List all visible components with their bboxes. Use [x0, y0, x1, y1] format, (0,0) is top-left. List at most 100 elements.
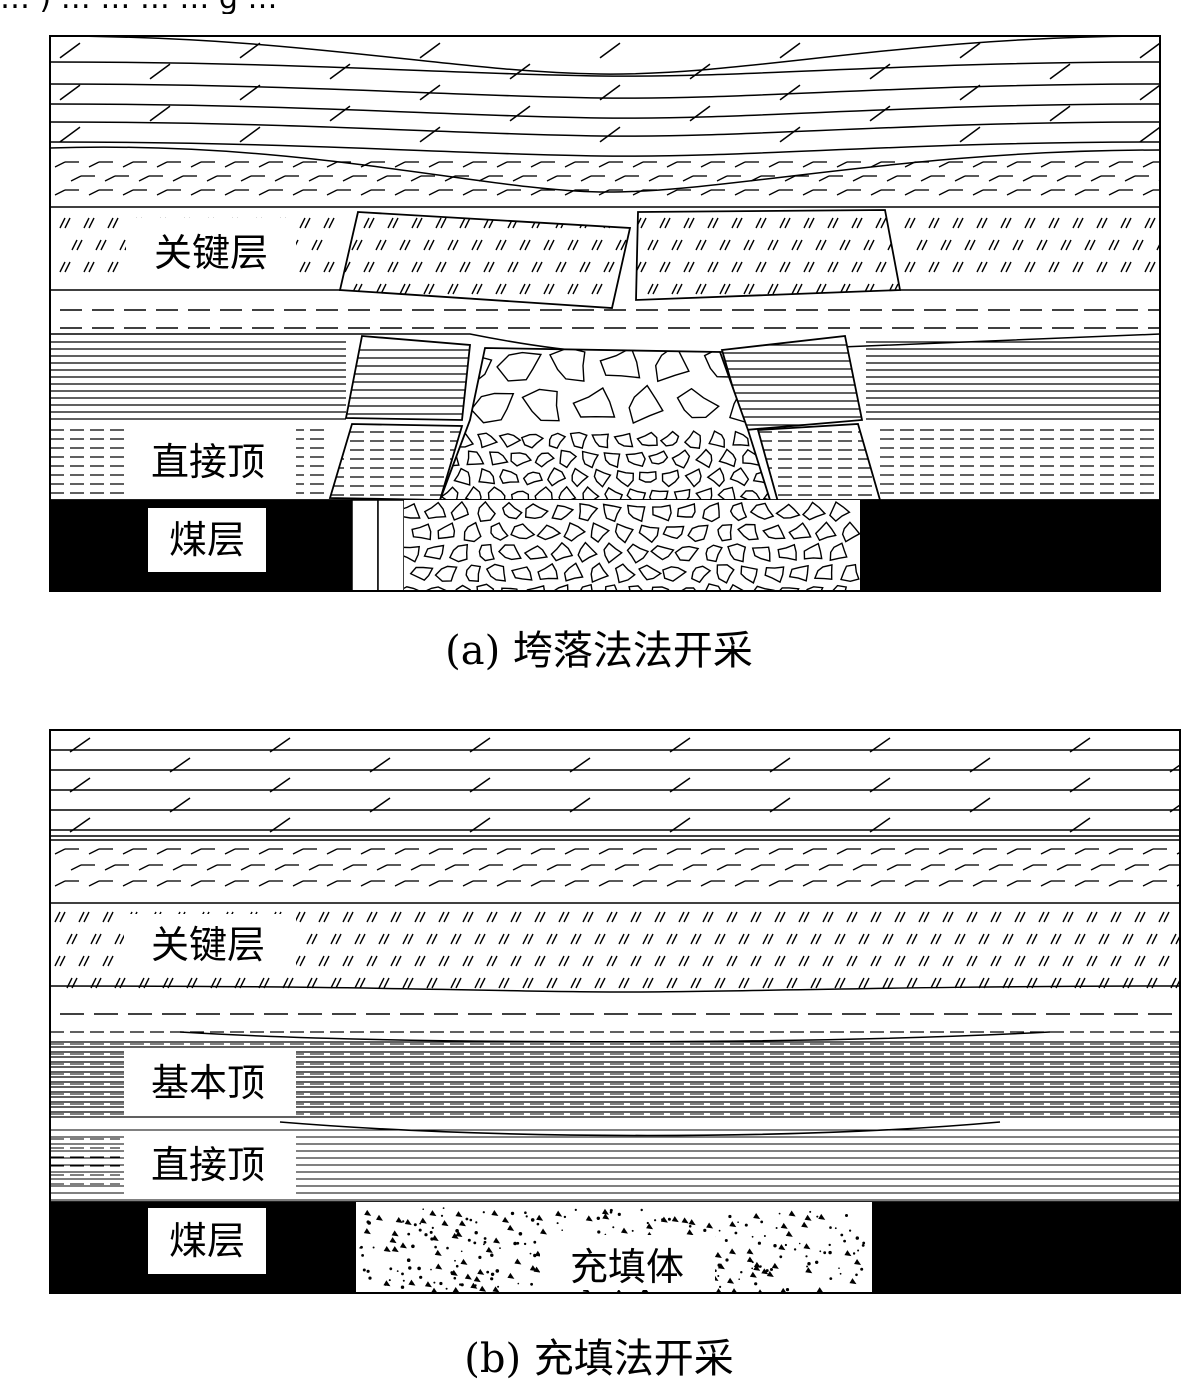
- panel-b-key-hatch: [1086, 955, 1093, 967]
- panel-b-key-hatch: [707, 955, 714, 967]
- panel-b-backfill-particle: [460, 1283, 464, 1287]
- panel-a-upper-stratum-line: [50, 121, 1160, 137]
- panel-a-key-hatch-block: [567, 239, 574, 251]
- panel-a-upper-stratum-line: [50, 61, 1160, 77]
- panel-b-key-hatch: [114, 933, 121, 945]
- panel-a-gob-rock: [450, 500, 470, 521]
- panel-a-upper-stratum-slash: [1139, 42, 1160, 59]
- panel-b-key-hatch: [1139, 955, 1146, 967]
- panel-b-backfill-particle: [395, 1216, 403, 1223]
- panel-a-key-hatch-block: [620, 239, 627, 251]
- panel-a-gob-rock: [603, 542, 623, 564]
- panel-a-gob-rock: [717, 523, 733, 542]
- panel-b-backfill-particle: [855, 1273, 858, 1277]
- panel-a-upper-stratum-slash: [689, 63, 711, 80]
- panel-b-key-hatch: [762, 977, 769, 989]
- panel-a-mudstone-dash: [682, 175, 694, 182]
- panel-b-mudstone-dash: [988, 864, 1000, 871]
- panel-a-key-hatch-left: [299, 217, 306, 229]
- panel-a-key-hatch-right: [1144, 261, 1151, 273]
- panel-b-key-hatch: [779, 911, 786, 923]
- panel-a-key-hatch-block: [584, 261, 591, 273]
- panel-b-backfill-particle: [360, 1245, 363, 1249]
- panel-b-key-hatch: [666, 977, 673, 989]
- panel-b-key-hatch: [366, 955, 373, 967]
- panel-b-mudstone-dash: [836, 880, 848, 887]
- panel-b-backfill-particle: [667, 1217, 671, 1221]
- panel-b-backfill-particle: [361, 1254, 364, 1257]
- panel-b-backfill-particle: [495, 1269, 500, 1273]
- panel-a-gob-rock: [662, 525, 685, 540]
- panel-a-key-hatch-right: [1041, 239, 1048, 251]
- panel-a-key-hatch-block: [392, 217, 399, 229]
- panel-a-key-hatch-block: [464, 261, 471, 273]
- panel-b-backfill-particle: [453, 1276, 457, 1280]
- panel-b-key-hatch: [750, 955, 757, 967]
- panel-b-mudstone-dash: [802, 880, 814, 887]
- panel-b-key-hatch: [318, 911, 325, 923]
- panel-b-key-hatch: [107, 955, 114, 967]
- panel-b-upper-stratum-slash: [69, 817, 91, 833]
- panel-a-gob-rock: [563, 522, 587, 542]
- panel-b-mudstone-dash: [512, 864, 524, 871]
- panel-b-backfill-particle: [849, 1278, 857, 1285]
- panel-a-gob-rock: [602, 584, 623, 591]
- panel-b-backfill-particle: [516, 1241, 520, 1245]
- panel-b-key-stratum-label-box: [124, 914, 296, 976]
- panel-b-key-hatch: [875, 955, 882, 967]
- panel-b-key-hatch: [690, 977, 697, 989]
- panel-b-backfill-particle: [760, 1220, 764, 1224]
- panel-a-gob-rock: [577, 541, 598, 563]
- panel-b-key-hatch: [978, 977, 985, 989]
- panel-a-key-hatch-block: [892, 239, 899, 251]
- panel-a-key-hatch-block: [827, 217, 834, 229]
- panel-b-backfill-particle: [809, 1210, 812, 1213]
- panel-b-backfill-particle: [536, 1214, 544, 1221]
- panel-a-key-hatch-left: [83, 217, 90, 229]
- panel-b-backfill-particle: [719, 1285, 722, 1288]
- panel-a-key-hatch-block: [748, 239, 755, 251]
- panel-a-caved-rock-small: [581, 450, 600, 469]
- panel-b-backfill-particle: [455, 1229, 459, 1233]
- panel-b-key-hatch: [1038, 911, 1045, 923]
- panel-a-key-hatch-block: [387, 217, 394, 229]
- panel-b-key-hatch: [438, 911, 445, 923]
- panel-a-caved-rock-small: [466, 450, 485, 466]
- panel-b-mudstone-dash: [734, 880, 746, 887]
- panel-b-key-hatch: [1175, 934, 1180, 945]
- panel-a-frame: [49, 35, 1161, 592]
- panel-a-gob-rock: [626, 543, 650, 564]
- panel-b-upper-stratum-slash: [169, 757, 191, 773]
- panel-a-main-roof-block-left: [344, 335, 471, 421]
- panel-a-key-hatch-right: [1005, 261, 1012, 273]
- panel-b-upper-stratum-slash: [669, 737, 691, 753]
- panel-a-gob-rock: [452, 584, 472, 591]
- panel-a-key-hatch-right: [1096, 261, 1103, 273]
- panel-b-backfill-particle: [660, 1216, 668, 1223]
- panel-a-key-hatch-block: [652, 239, 659, 251]
- panel-b-backfill-particle: [536, 1222, 540, 1226]
- panel-b-mudstone-dash: [1040, 848, 1052, 855]
- panel-b-upper-strata: [50, 730, 1180, 837]
- panel-b-key-hatch: [383, 933, 390, 945]
- panel-a-upper-stratum-slash: [779, 84, 801, 101]
- panel-b-key-hatch: [582, 911, 589, 923]
- panel-a-upper-stratum-slash: [329, 63, 351, 80]
- panel-a-key-hatch-block: [868, 239, 875, 251]
- panel-b-upper-stratum-slash: [269, 817, 291, 833]
- panel-a-key-hatch-right: [1144, 217, 1151, 229]
- panel-a-key-hatch-right: [1084, 239, 1091, 251]
- panel-a-key-hatch-block: [851, 261, 858, 273]
- panel-b-key-hatch: [851, 955, 858, 967]
- panel-a-key-hatch-right: [957, 217, 964, 229]
- panel-b-key-hatch: [786, 977, 793, 989]
- panel-a-key-hatch-right: [1108, 239, 1115, 251]
- panel-b-mudstone-dash: [954, 864, 966, 871]
- panel-a-mudstone-dash: [156, 189, 168, 196]
- panel-b-backfill-particle: [718, 1229, 721, 1232]
- panel-a-key-hatch-right: [1053, 217, 1060, 229]
- panel-b-key-hatch: [894, 955, 901, 967]
- panel-b-backfill-particle: [507, 1272, 515, 1279]
- panel-a-caved-rock-small: [498, 433, 522, 448]
- panel-b-backfill-particle: [806, 1265, 809, 1268]
